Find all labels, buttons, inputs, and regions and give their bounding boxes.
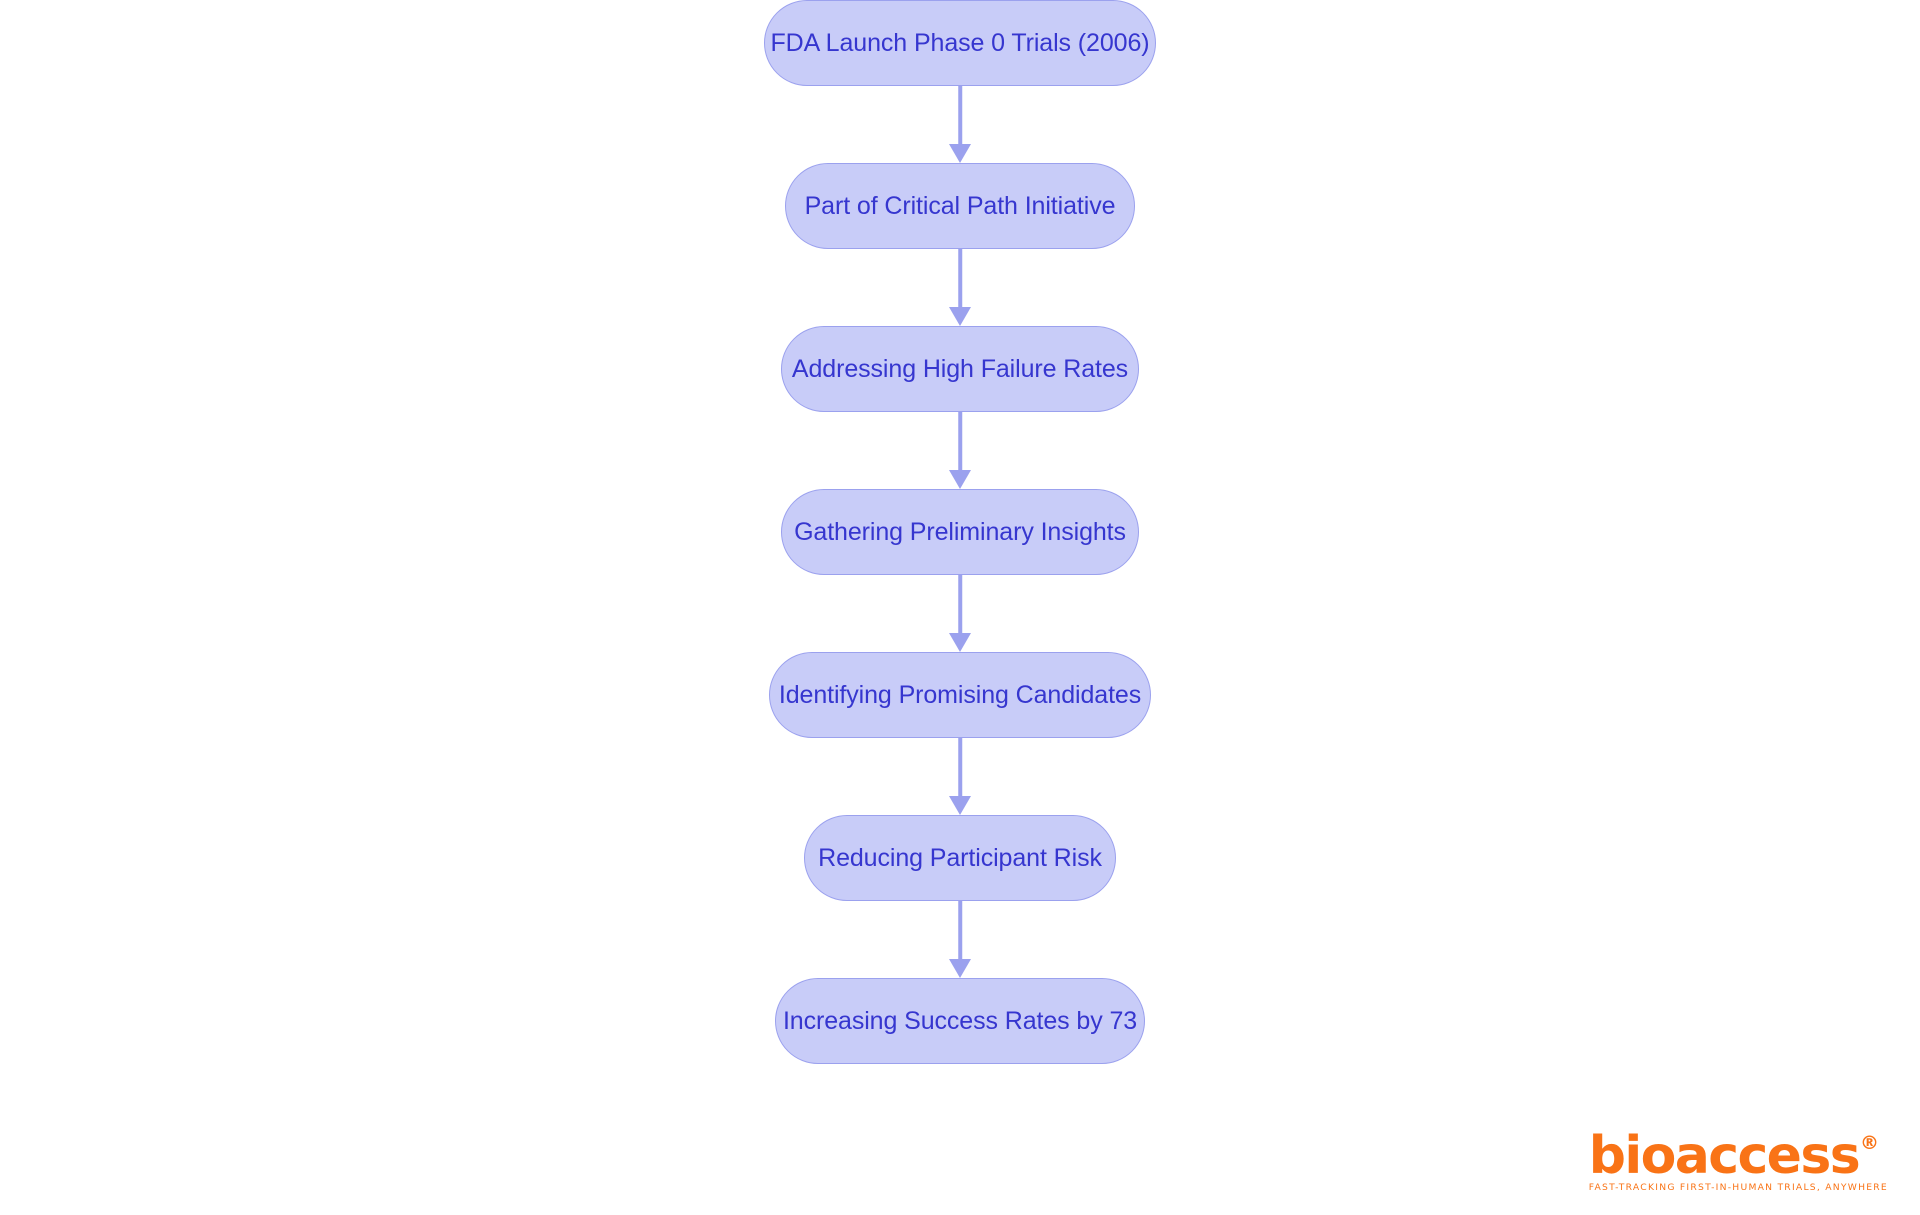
flow-node-label: Identifying Promising Candidates xyxy=(778,680,1142,709)
flow-node-label: Addressing High Failure Rates xyxy=(791,354,1129,383)
connector-line xyxy=(958,412,962,474)
arrowhead-icon xyxy=(949,470,971,489)
brand-wordmark: bioaccess xyxy=(1588,1125,1861,1186)
registered-trademark-icon: ® xyxy=(1860,1131,1880,1154)
flow-arrow-n2-to-n3 xyxy=(940,249,980,326)
flow-node-label: FDA Launch Phase 0 Trials (2006) xyxy=(770,28,1150,57)
brand-tagline: FAST-TRACKING FIRST-IN-HUMAN TRIALS, ANY… xyxy=(1588,1182,1888,1193)
arrowhead-icon xyxy=(949,796,971,815)
connector-line xyxy=(958,575,962,637)
flow-arrow-n4-to-n5 xyxy=(940,575,980,652)
bioaccess-logo: bioaccess® FAST-TRACKING FIRST-IN-HUMAN … xyxy=(1588,1125,1888,1193)
connector-line xyxy=(958,86,962,148)
flow-node-gathering-preliminary-insights[interactable]: Gathering Preliminary Insights xyxy=(781,489,1139,575)
flow-node-increasing-success-rates[interactable]: Increasing Success Rates by 73 xyxy=(775,978,1145,1064)
connector-line xyxy=(958,901,962,963)
flow-node-label: Increasing Success Rates by 73 xyxy=(782,1006,1138,1035)
flow-node-identifying-promising-candidates[interactable]: Identifying Promising Candidates xyxy=(769,652,1151,738)
flow-node-addressing-high-failure-rates[interactable]: Addressing High Failure Rates xyxy=(781,326,1139,412)
flow-arrow-n3-to-n4 xyxy=(940,412,980,489)
flow-node-label: Part of Critical Path Initiative xyxy=(804,191,1116,220)
arrowhead-icon xyxy=(949,144,971,163)
brand-wordmark-row: bioaccess® xyxy=(1588,1125,1888,1186)
arrowhead-icon xyxy=(949,307,971,326)
flow-arrow-n5-to-n6 xyxy=(940,738,980,815)
arrowhead-icon xyxy=(949,633,971,652)
flow-arrow-n1-to-n2 xyxy=(940,86,980,163)
flow-node-part-of-critical-path-initiative[interactable]: Part of Critical Path Initiative xyxy=(785,163,1135,249)
flow-node-reducing-participant-risk[interactable]: Reducing Participant Risk xyxy=(804,815,1116,901)
flowchart-node-column: FDA Launch Phase 0 Trials (2006) Part of… xyxy=(764,0,1156,1064)
arrowhead-icon xyxy=(949,959,971,978)
connector-line xyxy=(958,738,962,800)
flow-node-label: Reducing Participant Risk xyxy=(818,843,1102,872)
flow-node-fda-launch-phase-0-trials[interactable]: FDA Launch Phase 0 Trials (2006) xyxy=(764,0,1156,86)
flow-node-label: Gathering Preliminary Insights xyxy=(794,517,1126,546)
connector-line xyxy=(958,249,962,311)
flow-arrow-n6-to-n7 xyxy=(940,901,980,978)
